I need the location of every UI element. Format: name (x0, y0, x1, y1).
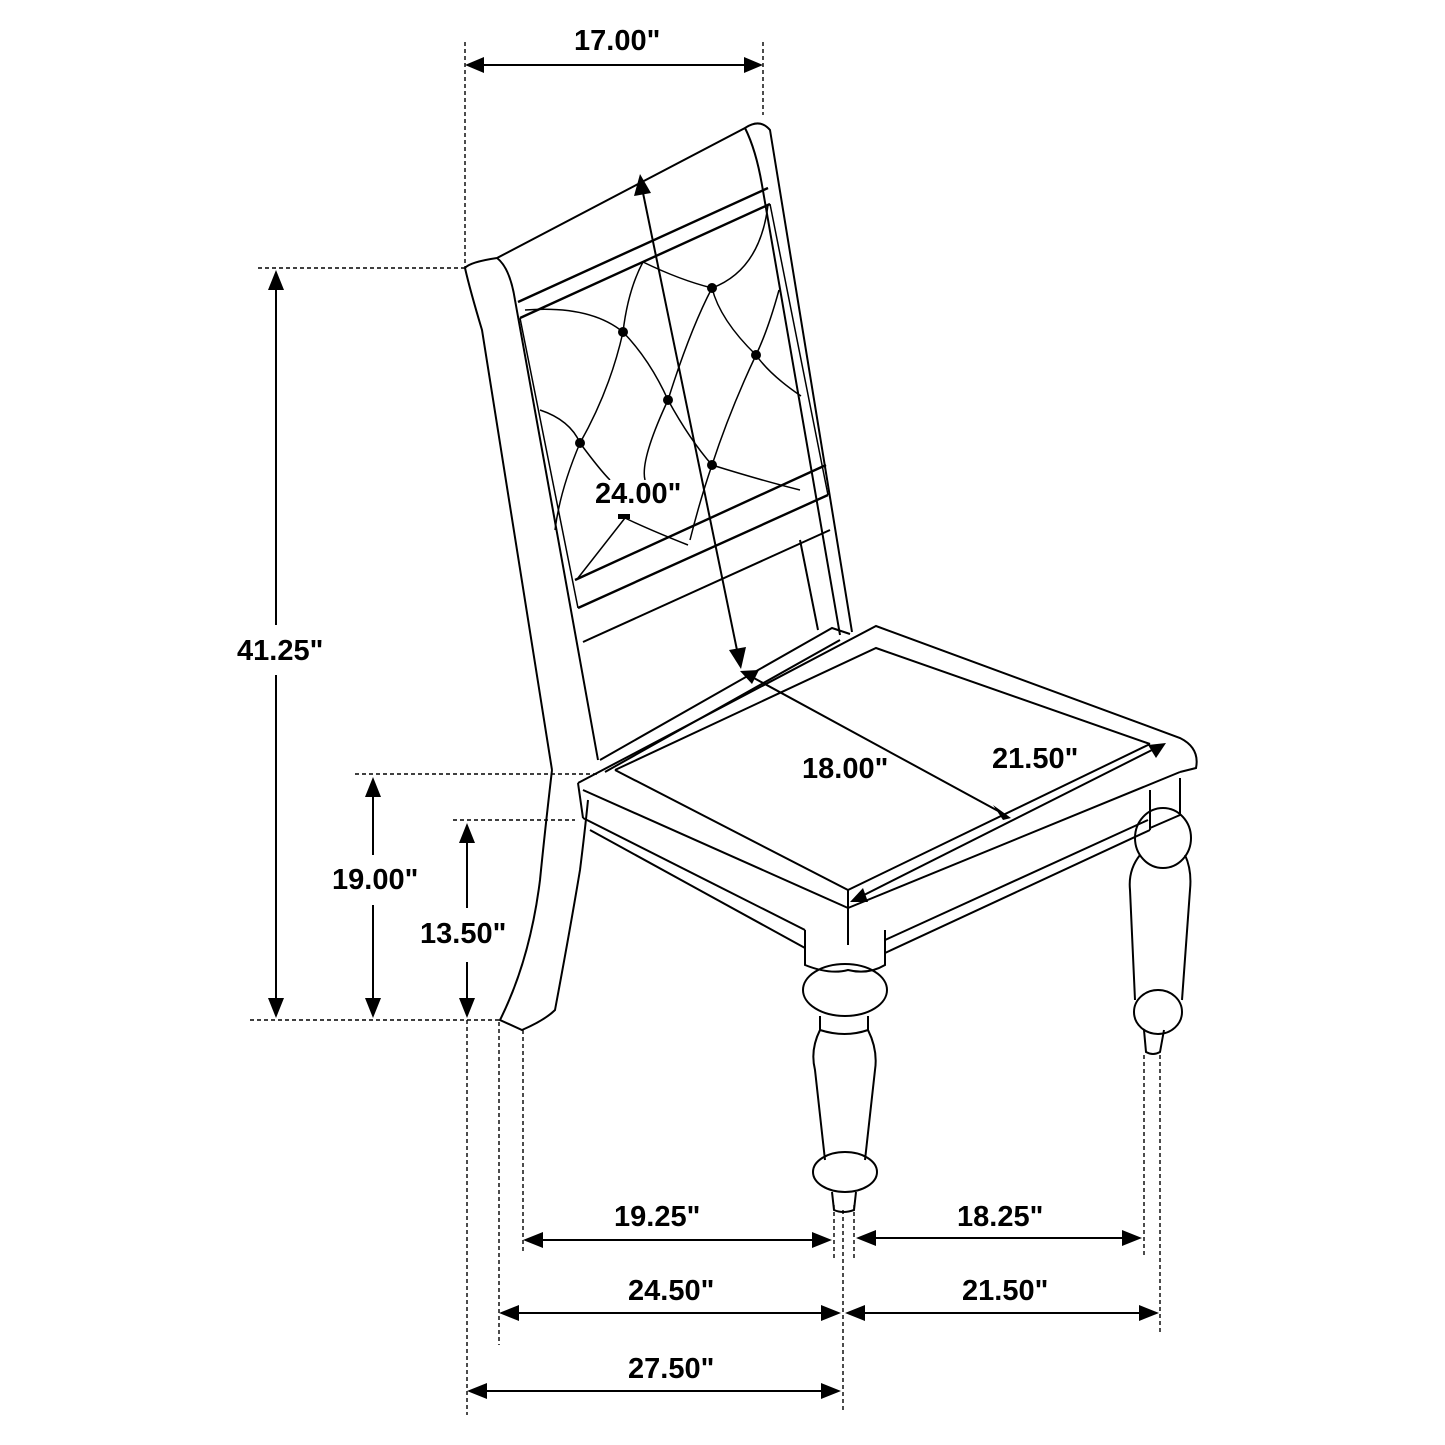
dim-label-seat-depth: 18.00" (802, 753, 889, 785)
front-leg (802, 930, 888, 1213)
dim-label-overall-depth: 27.50" (626, 1353, 717, 1385)
tufted-upholstery (524, 204, 802, 579)
dim-label-apron-height: 13.50" (418, 918, 509, 950)
dim-label-overall-height: 41.25" (235, 635, 326, 667)
dimension-lines (268, 57, 1166, 1399)
dim-label-leg-span-front: 18.25" (955, 1201, 1046, 1233)
chair-seat (577, 624, 1198, 954)
dim-label-back-width: 17.00" (572, 25, 663, 57)
rear-leg (498, 769, 589, 1032)
extension-lines (250, 42, 1161, 1415)
dim-label-seat-height: 19.00" (330, 864, 421, 896)
dim-label-back-height: 24.00" (593, 478, 684, 510)
side-front-leg (1128, 778, 1192, 1055)
chair-back (464, 122, 853, 771)
dim-label-overall-depth-legs: 24.50" (626, 1275, 717, 1307)
dim-label-seat-width: 21.50" (992, 743, 1079, 775)
dim-label-overall-width: 21.50" (960, 1275, 1051, 1307)
dim-label-leg-span-side: 19.25" (612, 1201, 703, 1233)
